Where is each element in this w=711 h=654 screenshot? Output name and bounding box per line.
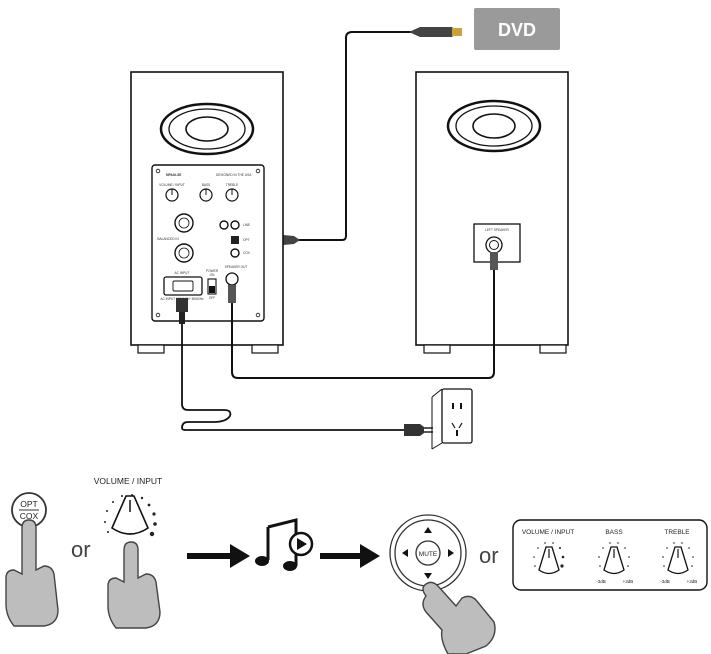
mute-button — [415, 540, 441, 566]
passive-speaker: LEFT SPEAKER — [415, 71, 569, 354]
coax-port — [230, 248, 240, 258]
speaker-out-label: SPEAKER OUT — [225, 265, 248, 269]
optical-plug-top — [409, 27, 458, 37]
panel-step-label-treble: TREBLE — [664, 529, 690, 536]
or-text-1: or — [71, 537, 91, 562]
power-cord — [181, 324, 473, 450]
dvd-source: DVD — [474, 8, 560, 50]
panel-volume-dial — [533, 542, 565, 575]
treble-min-label: -3dB — [660, 579, 670, 584]
music-play-icon — [255, 518, 314, 571]
left-arrow-icon — [402, 549, 408, 557]
dvd-label: DVD — [498, 20, 536, 40]
speaker-link-plug — [228, 285, 236, 303]
rca-right — [230, 220, 240, 230]
opt-cox-bottom: COX — [20, 511, 39, 521]
up-arrow-icon — [424, 527, 432, 533]
active-speaker: MPAULSE DESIGNED IN THE USA VOLUME / INP… — [130, 71, 284, 354]
pointing-hand-icon — [5, 519, 59, 627]
speaker-out-port — [225, 272, 239, 286]
optical-port — [231, 236, 239, 244]
panel-step-label-volume: VOLUME / INPUT — [522, 529, 574, 536]
ac-input-label: AC INPUT — [175, 271, 190, 275]
rear-panel: MPAULSE DESIGNED IN THE USA VOLUME / INP… — [151, 164, 265, 322]
power-label: POWER — [206, 269, 219, 273]
down-arrow-icon — [424, 573, 432, 579]
panel-knob-label-volume: VOLUME / INPUT — [159, 183, 185, 187]
opt-label: OPT — [243, 238, 250, 242]
power-plug — [176, 298, 188, 312]
ac-socket — [163, 276, 203, 296]
pointing-hand-icon — [107, 541, 161, 629]
remote-control-dial: MUTE — [389, 514, 467, 592]
panel-knob-label-treble: TREBLE — [226, 183, 238, 187]
panel-brand: MPAULSE — [166, 173, 181, 177]
xlr-input-2 — [174, 243, 194, 263]
panel-treble-dial: -3dB +3dB — [660, 542, 697, 584]
volume-input-knob-step: VOLUME / INPUT — [94, 476, 162, 537]
right-arrow-icon — [448, 549, 454, 557]
passive-plug — [490, 252, 498, 270]
xlr-input-1 — [174, 213, 194, 233]
power-off-label: OFF — [209, 296, 215, 300]
wall-outlet — [431, 388, 473, 450]
power-on-label: ON — [210, 273, 215, 277]
left-speaker-label: LEFT SPEAKER — [485, 228, 509, 232]
line-label: LINE — [243, 223, 250, 227]
speaker-link-cable — [231, 270, 495, 379]
panel-bass-dial: -3dB +3dB — [596, 542, 633, 584]
panel-model: DESIGNED IN THE USA — [216, 173, 252, 177]
rca-left — [219, 220, 229, 230]
pointing-hand-icon — [422, 581, 496, 654]
panel-step-label-bass: BASS — [605, 529, 623, 536]
or-text-2: or — [479, 543, 499, 568]
knob-dots — [104, 494, 157, 537]
wall-plug — [404, 424, 424, 436]
balanced-in-label: BALANCED IN — [157, 237, 179, 241]
bass-max-label: +3dB — [623, 579, 634, 584]
arrow-right-icon — [187, 544, 250, 568]
bass-min-label: -3dB — [596, 579, 606, 584]
arrow-right-icon — [320, 544, 380, 568]
cox-label: COX — [243, 251, 251, 255]
opt-cox-top: OPT — [20, 499, 37, 509]
knob-step-label: VOLUME / INPUT — [94, 476, 162, 486]
knob-step-dial — [110, 495, 150, 535]
mute-label: MUTE — [419, 551, 438, 558]
treble-max-label: +3dB — [687, 579, 698, 584]
panel-knob-label-bass: BASS — [202, 183, 211, 187]
control-panel-step: VOLUME / INPUT BASS TREBLE -3dB +3dB -3d… — [512, 519, 708, 591]
